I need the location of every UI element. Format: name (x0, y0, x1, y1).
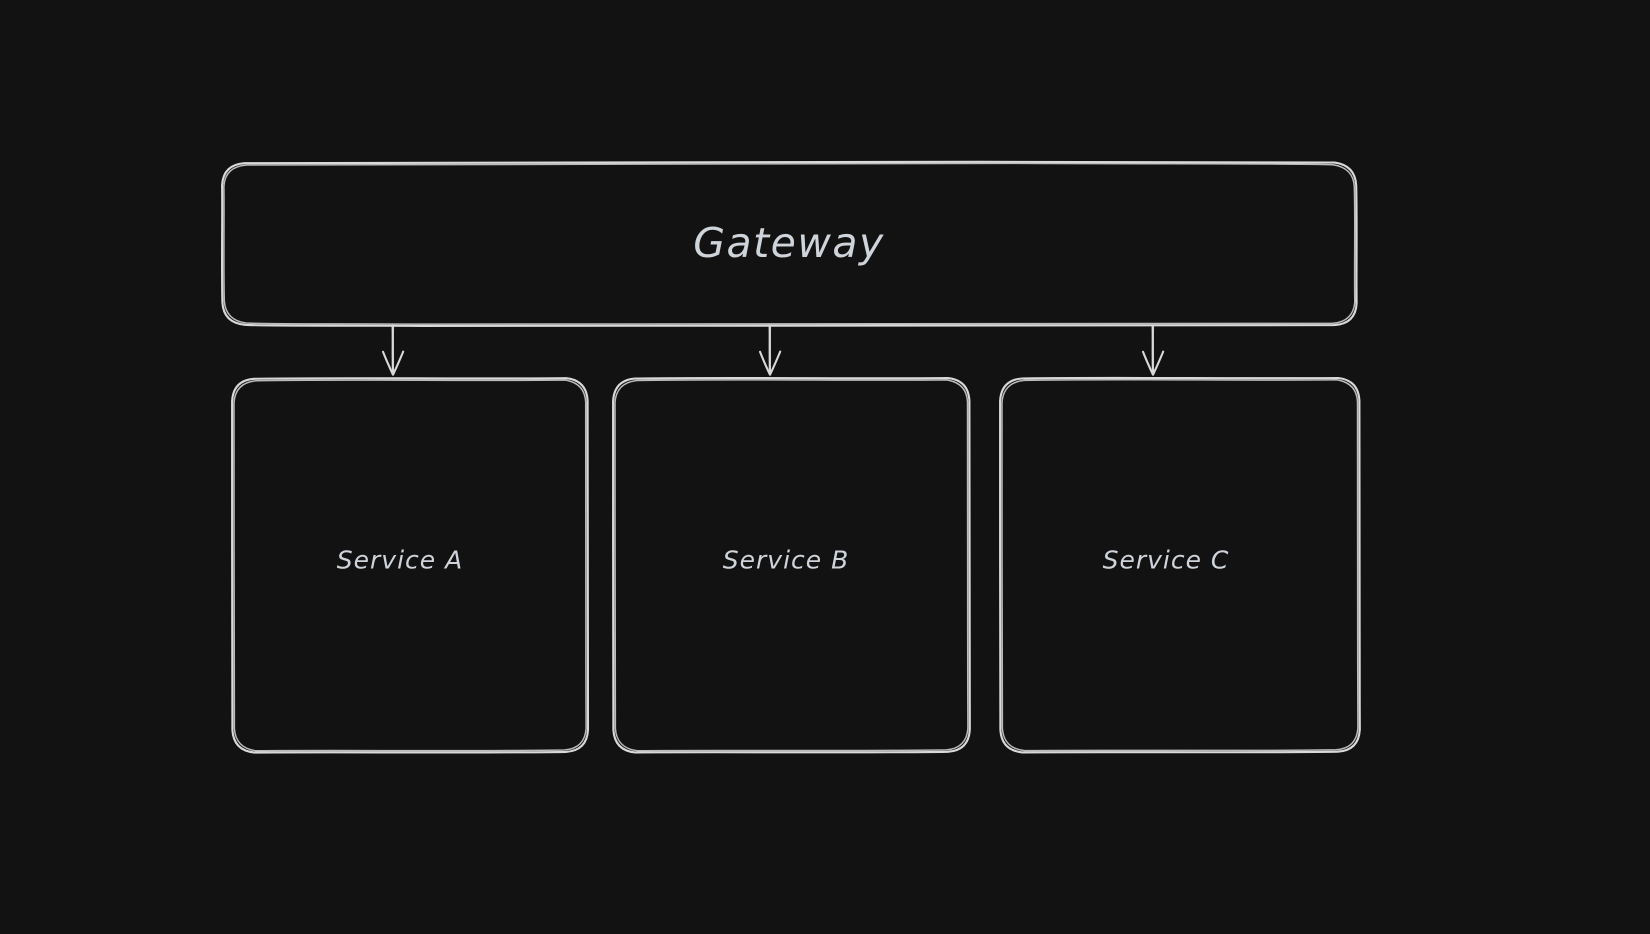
service-a-node[interactable] (232, 378, 588, 752)
service-b-node[interactable] (613, 378, 970, 752)
service-c-node-outline (998, 376, 1361, 754)
service-c-node[interactable] (1000, 378, 1360, 752)
gateway-node-outline (220, 160, 1358, 327)
gateway-node[interactable] (222, 162, 1356, 325)
service-b-node-outline (611, 376, 971, 754)
edge-gateway-to-service-a (381, 324, 405, 376)
edge-gateway-to-service-c (1141, 324, 1165, 376)
service-a-node-outline (230, 377, 590, 754)
edge-gateway-to-service-b (758, 324, 782, 376)
